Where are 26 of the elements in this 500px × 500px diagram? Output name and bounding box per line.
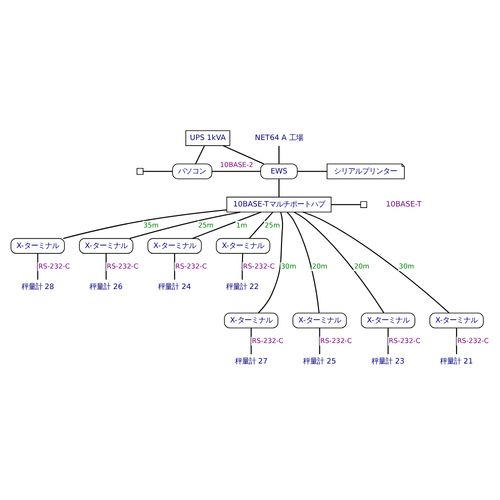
connector [212,170,261,172]
connector [248,212,274,239]
connector [37,253,38,280]
connector [106,253,107,280]
connector [278,146,280,164]
connector [331,204,360,206]
connector [294,212,384,314]
connector [388,328,389,354]
connector [298,170,327,172]
connector [143,170,172,172]
connector [63,209,227,239]
connector [195,146,205,164]
connector [302,212,450,314]
connector [242,254,244,280]
connector [456,328,458,354]
connector [192,212,262,239]
connector [250,328,252,354]
connector [286,212,320,313]
connector [319,328,320,354]
node-box [136,168,144,175]
connector [130,212,240,239]
connector [222,145,264,164]
connector [278,179,280,198]
node-box [360,201,368,208]
connector [258,212,284,314]
connector [174,253,176,280]
